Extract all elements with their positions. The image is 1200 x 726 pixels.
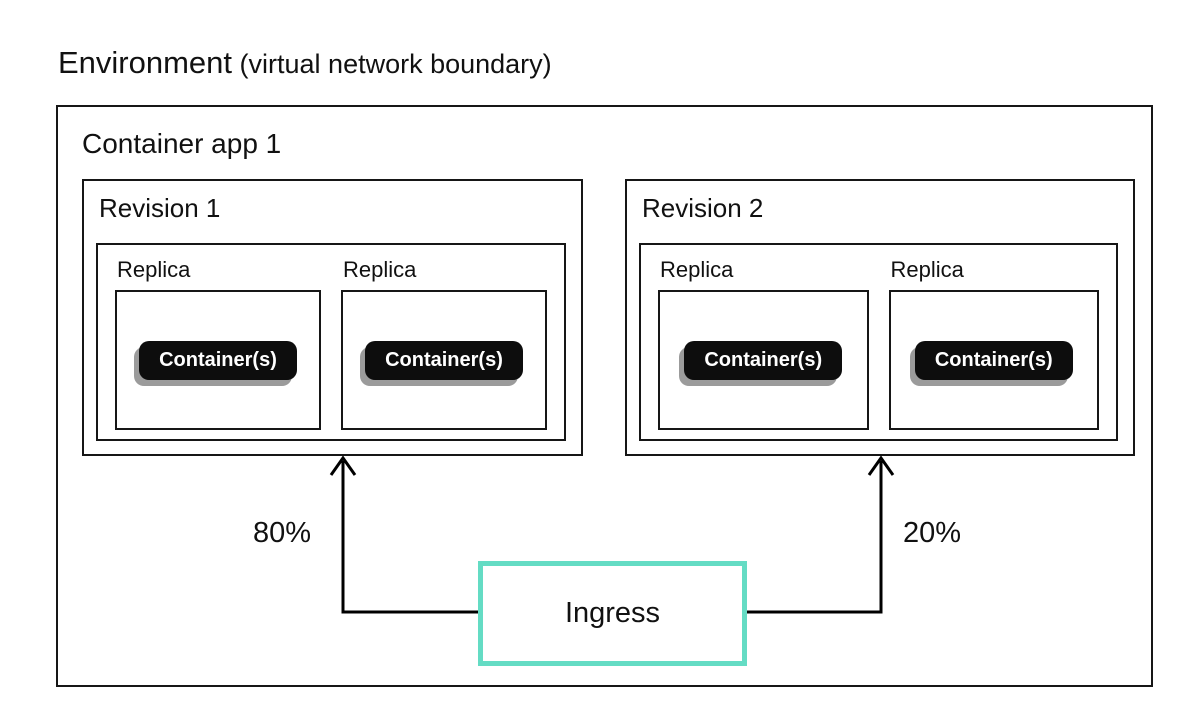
replica-label: Replica — [890, 257, 964, 282]
containers-badge: Container(s) — [914, 340, 1073, 380]
replica-box: Container(s) — [658, 290, 869, 430]
revision-2-label: Revision 2 — [642, 193, 764, 223]
replica-group: Replica Container(s) — [341, 251, 547, 439]
containers-badge: Container(s) — [139, 340, 297, 380]
replica-group: Replica Container(s) — [658, 251, 869, 439]
environment-title-suffix: (virtual network boundary) — [232, 49, 552, 79]
revision-2-replica-set-box: Replica Container(s) Replica Container(s… — [639, 243, 1118, 441]
revision-1-label: Revision 1 — [99, 193, 221, 223]
replica-label: Replica — [343, 257, 417, 282]
replica-group: Replica Container(s) — [888, 251, 1099, 439]
revision-1-replica-set-box: Replica Container(s) Replica Container(s… — [96, 243, 566, 441]
environment-title: Environment (virtual network boundary) — [58, 44, 552, 81]
replica-box: Container(s) — [888, 290, 1099, 430]
revision-2-box: Revision 2 Replica Container(s) Replica … — [625, 179, 1135, 456]
replica-label: Replica — [660, 257, 734, 282]
revision-1-box: Revision 1 Replica Container(s) Replica … — [82, 179, 583, 456]
containers-badge: Container(s) — [684, 340, 843, 380]
replica-box: Container(s) — [341, 290, 547, 430]
containers-badge: Container(s) — [365, 340, 523, 380]
replica-group: Replica Container(s) — [115, 251, 321, 439]
replica-label: Replica — [117, 257, 191, 282]
ingress-box: Ingress — [478, 561, 747, 666]
ingress-label: Ingress — [564, 597, 661, 629]
container-app-label: Container app 1 — [82, 128, 282, 159]
replica-box: Container(s) — [115, 290, 321, 430]
traffic-percent-revision-1: 80% — [253, 517, 312, 549]
environment-title-main: Environment — [58, 45, 233, 80]
traffic-percent-revision-2: 20% — [903, 517, 962, 549]
